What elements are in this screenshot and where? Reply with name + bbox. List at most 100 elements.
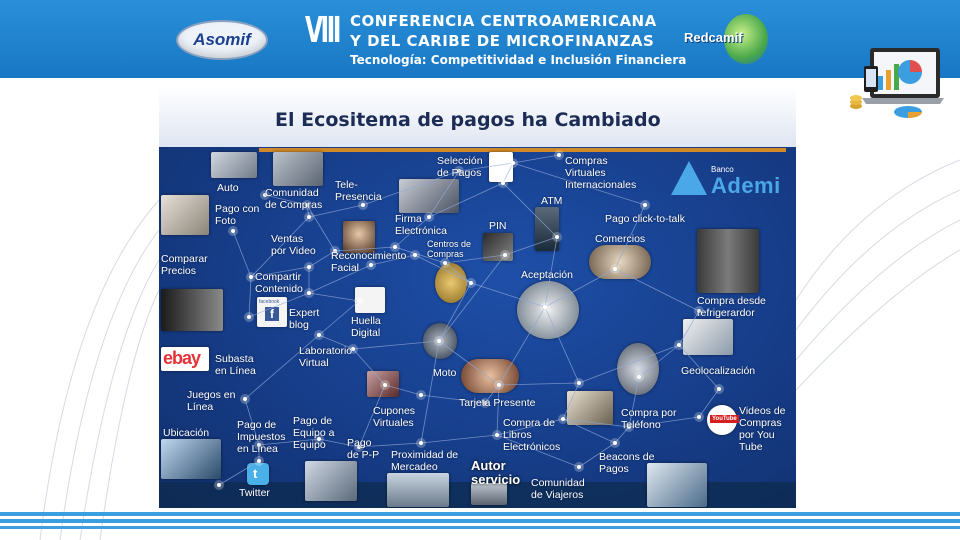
node-proximidad-mercadeo: Proximidad de Mercadeo — [391, 449, 459, 473]
network-edge — [420, 434, 498, 444]
network-edge — [362, 170, 460, 206]
ecosystem-network — [214, 150, 724, 490]
node-juegos-linea: Juegos en Línea — [187, 389, 236, 413]
node-pago-click: Pago click-to-talk — [605, 213, 685, 225]
node-comunidad-compras: Comunidad de Compras — [265, 187, 323, 211]
conference-title-line1: CONFERENCIA CENTROAMERICANA — [350, 12, 657, 30]
network-node — [317, 437, 321, 441]
twitter-icon: t — [247, 463, 269, 485]
network-node — [393, 245, 397, 249]
network-node — [231, 229, 235, 233]
redcamif-logo: Redcamif — [684, 14, 788, 66]
network-edge — [306, 204, 310, 218]
geo-photo — [683, 319, 733, 355]
slide-title: El Ecositema de pagos ha Cambiado — [275, 109, 661, 131]
node-comercios: Comercios — [595, 233, 646, 245]
network-edge — [394, 216, 430, 248]
network-edge — [562, 418, 630, 428]
node-subasta-linea: Subasta en Línea — [215, 353, 256, 377]
facebook-icon: facebook f — [257, 297, 287, 327]
node-comunidad-viajeros: Comunidad de Viajeros — [531, 477, 585, 501]
node-cupones-virtuales: Cupones Virtuales — [373, 405, 416, 429]
node-compra-libros: Compra de Libros Electrónicos — [503, 417, 561, 453]
network-node — [317, 333, 321, 337]
laptop-chart-icon — [850, 48, 944, 118]
node-pago-equipo: Pago de Equipo a Equipo — [293, 415, 335, 451]
asomif-logo-text: Asomif — [193, 30, 251, 49]
network-node — [357, 445, 361, 449]
node-compartir-contenido: Compartir Contenido — [255, 271, 303, 295]
network-edge — [218, 460, 260, 486]
network-edge — [698, 388, 720, 418]
node-comparar-precios: Comparar Precios — [161, 253, 208, 277]
network-edge — [496, 434, 580, 468]
network-edge — [306, 204, 336, 252]
network-node — [627, 425, 631, 429]
node-twitter: Twitter — [239, 487, 270, 499]
network-node — [243, 397, 247, 401]
network-edge — [232, 230, 252, 278]
network-edge — [438, 254, 506, 342]
node-moto: Moto — [433, 367, 457, 379]
network-node — [369, 263, 373, 267]
globe-icon — [724, 14, 768, 64]
network-edge — [444, 254, 506, 264]
network-node — [613, 267, 617, 271]
network-node — [577, 381, 581, 385]
network-edge — [562, 418, 616, 444]
network-node — [483, 401, 487, 405]
conference-title-line2: Y DEL CARIBE DE MICROFINANZAS — [350, 32, 655, 50]
node-videos-youtube: Videos de Compras por You Tube — [739, 405, 786, 453]
network-edge — [244, 334, 320, 400]
network-edge — [614, 268, 700, 312]
network-edge — [248, 292, 310, 318]
network-edge — [502, 182, 558, 238]
node-beacons-pagos: Beacons de Pagos — [599, 451, 655, 475]
network-node — [697, 309, 701, 313]
network-edge — [308, 204, 364, 218]
equipo-photo — [305, 461, 357, 501]
ademi-name: Ademi — [711, 173, 781, 198]
network-edge — [250, 216, 310, 278]
network-node — [257, 443, 261, 447]
network-node — [427, 215, 431, 219]
network-edge — [308, 264, 372, 294]
viajeros-photo — [647, 463, 707, 507]
network-edge — [484, 384, 500, 404]
redcamif-logo-text: Redcamif — [684, 30, 743, 45]
shopping-photo — [161, 195, 209, 235]
ebay-logo-text: ebay — [163, 348, 201, 368]
network-edge — [318, 438, 360, 448]
node-laboratorio-virtual: Laboratorio Virtual — [299, 345, 353, 369]
network-edge — [544, 306, 580, 384]
node-pago-con-foto: Pago con Foto — [215, 203, 260, 227]
network-edge — [628, 416, 700, 428]
ademi-logo: Banco Ademi — [671, 159, 791, 201]
network-edge — [244, 398, 260, 446]
network-node — [561, 417, 565, 421]
proximidad-photo — [387, 473, 449, 507]
node-expert-blog: Expert blog — [289, 307, 320, 331]
node-compra-telefono: Compra por Teléfono — [621, 407, 677, 431]
node-compras-virtuales: Compras Virtuales Internacionales — [565, 155, 637, 191]
network-edge — [638, 344, 680, 378]
node-atm: ATM — [541, 195, 563, 207]
network-node — [555, 235, 559, 239]
network-node — [501, 181, 505, 185]
node-tarjeta-presente: Tarjeta Presente — [459, 397, 536, 409]
cupones-photo — [367, 371, 399, 397]
network-node — [643, 203, 647, 207]
network-edge — [614, 426, 630, 444]
node-reconocimiento-facial: Reconocimiento Facial — [331, 250, 407, 274]
network-node — [717, 387, 721, 391]
network-node — [351, 347, 355, 351]
fridge-photo — [697, 229, 759, 293]
network-edge — [420, 394, 486, 404]
node-compra-refrigerador: Compra desde refrigerardor — [697, 295, 766, 319]
slide-header — [159, 87, 796, 147]
network-edge — [384, 384, 422, 396]
node-centros-compras: Centros de Compras — [427, 239, 472, 259]
network-edge — [414, 254, 472, 284]
network-edge — [614, 204, 646, 270]
